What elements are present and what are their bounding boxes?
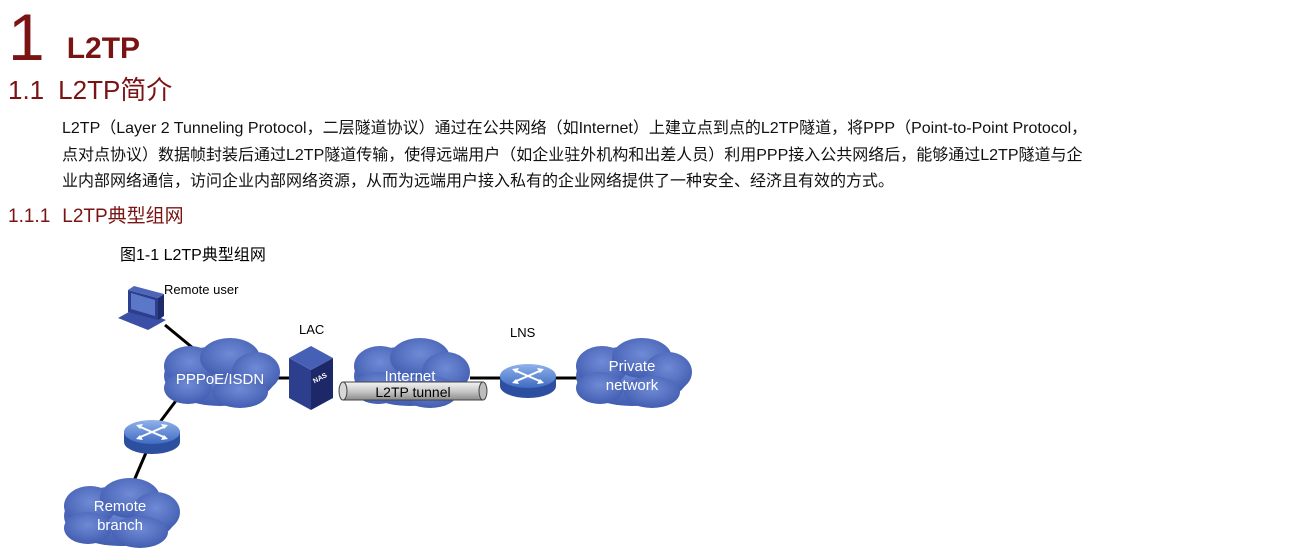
branch-label-line2: branch (97, 517, 143, 534)
paragraph-line: 点对点协议）数据帧封装后通过L2TP隧道传输，使得远端用户（如企业驻外机构和出差… (62, 146, 1083, 164)
paragraph-line: L2TP（Layer 2 Tunneling Protocol，二层隧道协议）通… (62, 120, 1088, 137)
internet-label: Internet (385, 368, 437, 385)
pppoe-label: PPPoE/ISDN (176, 371, 264, 388)
paragraph-line: 业内部网络通信，访问企业内部网络资源，从而为远端用户接入私有的企业网络提供了一种… (62, 173, 895, 190)
chapter-number: 1 (8, 0, 45, 74)
chapter-heading: 1 L2TP (8, 0, 140, 70)
tunnel-label: L2TP tunnel (375, 384, 450, 400)
private-label-line2: network (606, 377, 659, 394)
chapter-title: L2TP (66, 32, 141, 65)
section-heading: 1.1 L2TP简介 (8, 74, 172, 106)
lns-label: LNS (510, 325, 536, 340)
subsection-heading: 1.1.1 L2TP典型组网 (8, 204, 184, 230)
subsection-number: 1.1.1 (8, 206, 51, 227)
computer-icon (118, 286, 166, 330)
lns-router-icon (500, 364, 556, 398)
section-number: 1.1 (8, 75, 45, 105)
intro-paragraph: L2TP（Layer 2 Tunneling Protocol，二层隧道协议）通… (62, 116, 1287, 196)
nas-device-icon: NAS (289, 346, 333, 410)
subsection-title: L2TP典型组网 (62, 206, 184, 227)
figure-caption: 图1-1 L2TP典型组网 (120, 247, 266, 264)
network-diagram: Remote user PPPoE/ISDN LAC NAS Internet … (64, 282, 692, 548)
section-title: L2TP简介 (58, 75, 173, 105)
lac-label: LAC (299, 322, 324, 337)
branch-label-line1: Remote (94, 498, 147, 515)
branch-router-icon (124, 420, 180, 454)
remote-user-label: Remote user (164, 282, 239, 297)
tunnel-tube (338, 381, 488, 401)
private-label-line1: Private (609, 358, 656, 375)
